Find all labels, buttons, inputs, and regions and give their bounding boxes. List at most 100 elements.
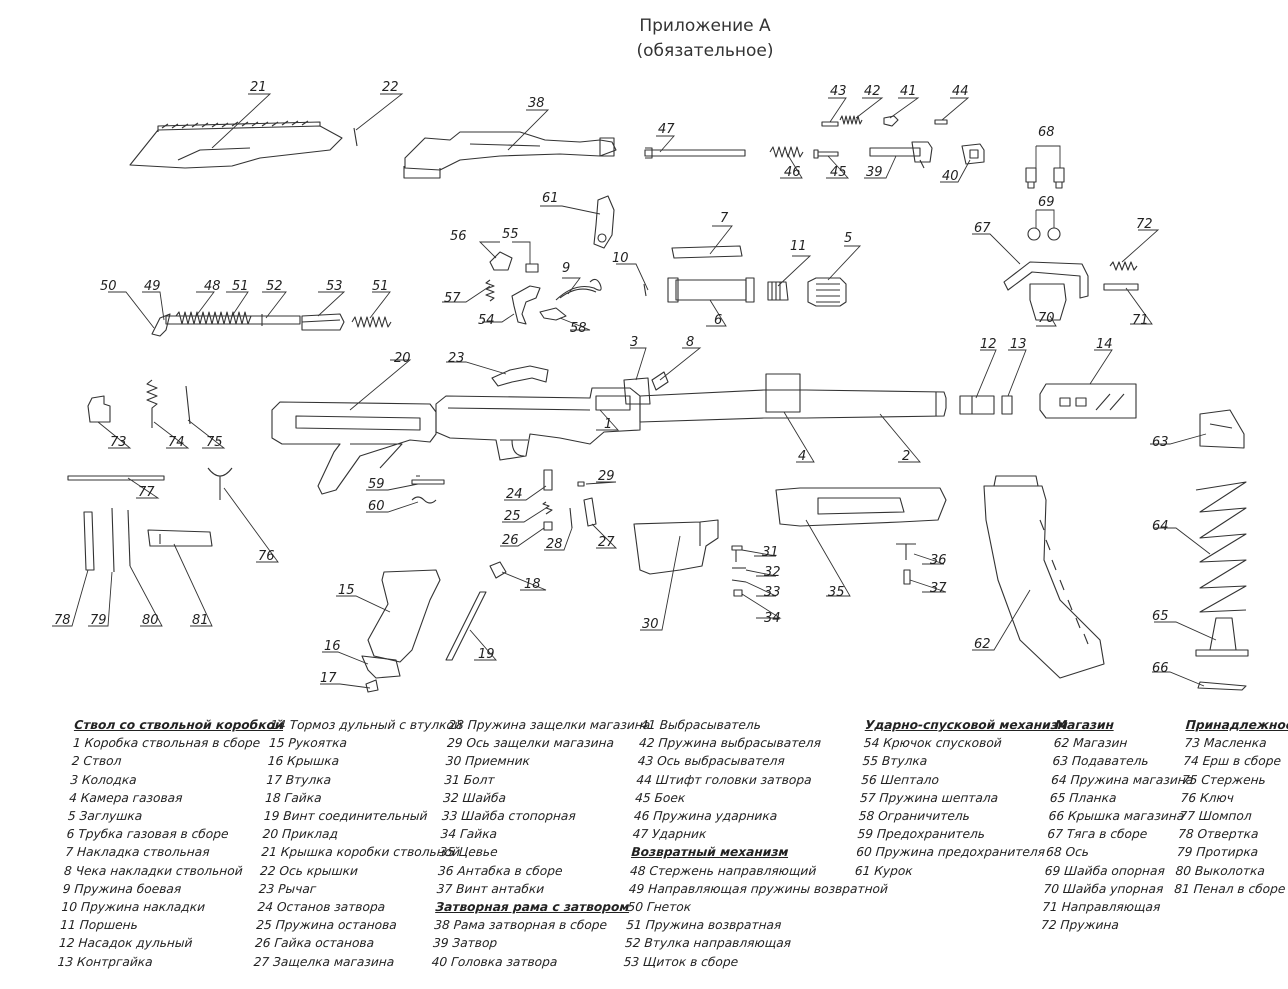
callout-label: 58	[570, 321, 587, 336]
part-block-pin	[651, 371, 669, 391]
callout-label: 3	[630, 335, 638, 350]
part-piston	[767, 281, 789, 301]
callout-label: 14	[1096, 337, 1113, 352]
callout-label: 18	[524, 577, 541, 592]
callout-label: 74	[168, 435, 185, 450]
legend-item: 15 Рукоятка	[268, 736, 348, 751]
legend-item: 30 Приемник	[445, 754, 531, 769]
legend-item: 44 Штифт головки затвора	[635, 772, 813, 787]
callout-label: 4	[798, 449, 806, 464]
part-grip-cover	[361, 655, 401, 679]
legend-item: 53 Щиток в сборе	[623, 954, 739, 969]
part-rod	[185, 385, 191, 425]
part-firing-pin	[813, 149, 839, 159]
callout-label: 24	[506, 487, 523, 502]
callout-label: 78	[54, 613, 71, 628]
legend-item: 61 Курок	[854, 863, 914, 878]
part-key	[207, 467, 233, 500]
callout-label: 50	[100, 279, 117, 294]
callout-label: 54	[478, 313, 495, 328]
legend-item: 4 Камера газовая	[68, 790, 183, 805]
part-magazine-well	[633, 519, 719, 575]
part-block	[623, 377, 651, 405]
part-spring-72	[1109, 261, 1138, 271]
callout-label: 68	[1038, 125, 1055, 140]
callout-label: 55	[502, 227, 519, 242]
part-limiter	[539, 307, 567, 321]
legend-item: 34 Гайка	[440, 827, 498, 842]
callout-label: 9	[562, 261, 570, 276]
callout-label: 56	[450, 229, 467, 244]
legend-heading: Затворная рама с затвором	[435, 900, 630, 915]
callout-label: 6	[714, 313, 722, 328]
callout-label: 62	[974, 637, 991, 652]
legend-item: 72 Пружина	[1040, 918, 1120, 933]
callout-label: 13	[1010, 337, 1027, 352]
legend-item: 45 Боек	[634, 790, 686, 805]
legend-item: 52 Втулка направляющая	[624, 936, 792, 951]
legend-item: 80 Выколотка	[1175, 863, 1266, 878]
part-forend	[775, 487, 947, 527]
callout-label: 21	[250, 80, 267, 95]
legend-item: 20 Приклад	[262, 827, 339, 842]
legend-item: 49 Направляющая пружины возвратной	[628, 881, 889, 896]
legend-item: 62 Магазин	[1053, 736, 1128, 751]
legend-item: 16 Крышка	[267, 754, 340, 769]
legend-heading: Ударно-спусковой механизм	[864, 718, 1069, 732]
callout-label: 45	[830, 165, 847, 180]
callout-label: 64	[1152, 519, 1169, 534]
part-extractor-axis	[821, 121, 839, 127]
legend-item: 17 Втулка	[265, 772, 332, 787]
part-thrust-washer	[1029, 283, 1067, 321]
callout-label: 23	[448, 351, 465, 366]
legend-item: 19 Винт соединительный	[263, 809, 428, 824]
legend-item: 26 Гайка останова	[254, 936, 375, 951]
callout-label: 16	[324, 639, 341, 654]
part-sear	[489, 251, 513, 271]
part-striker	[644, 147, 746, 159]
callout-label: 47	[658, 122, 675, 137]
legend-item: 41 Выбрасыватель	[639, 718, 762, 732]
legend-item: 32 Шайба	[442, 790, 507, 805]
legend-accessories-group: Принадлежность 73 Масленка 74 Ерш в сбор…	[1174, 716, 1288, 898]
part-support-washer-1	[1027, 227, 1041, 241]
part-lever	[491, 365, 549, 387]
legend-item: 27 Защелка магазина	[253, 954, 395, 969]
legend-item: 7 Накладка ствольная	[64, 845, 211, 860]
callout-label: 60	[368, 499, 385, 514]
callout-label: 39	[866, 165, 883, 180]
part-follower	[1199, 409, 1245, 449]
part-plate	[1195, 617, 1249, 657]
legend-item: 6 Трубка газовая в сборе	[66, 827, 230, 842]
legend-item: 73 Масленка	[1183, 736, 1268, 751]
callout-label: 61	[542, 191, 559, 206]
callout-label: 19	[478, 647, 495, 662]
part-cleaning-rod	[67, 475, 165, 481]
legend-item: 43 Ось выбрасывателя	[637, 754, 786, 769]
legend-item: 40 Головка затвора	[431, 954, 558, 969]
callout-label: 20	[394, 351, 411, 366]
part-cover-pin	[353, 127, 358, 147]
legend-item: 9 Пружина боевая	[62, 881, 182, 896]
legend-item: 28 Пружина защелки магазина	[447, 718, 651, 732]
callout-label: 31	[762, 545, 779, 560]
part-muzzle-brake	[1039, 383, 1137, 419]
part-brush	[146, 379, 158, 428]
part-bolt	[869, 141, 933, 169]
callout-label: 27	[598, 535, 615, 550]
part-barrel	[639, 389, 947, 423]
legend-item: 21 Крышка коробки ствольной	[260, 845, 461, 860]
callout-label: 40	[942, 169, 959, 184]
legend-item: 50 Гнеток	[627, 900, 692, 915]
legend-item: 2 Ствол	[71, 754, 122, 769]
callout-label: 49	[144, 279, 161, 294]
part-guard	[301, 313, 345, 331]
part-bolt-head-pin	[934, 119, 948, 125]
part-magazine-catch-axis	[577, 481, 585, 487]
legend-item: 69 Шайба опорная	[1044, 863, 1166, 878]
legend-item: 5 Заглушка	[67, 809, 143, 824]
callout-label: 33	[764, 585, 781, 600]
callout-label: 81	[192, 613, 209, 628]
part-plug	[807, 277, 847, 307]
